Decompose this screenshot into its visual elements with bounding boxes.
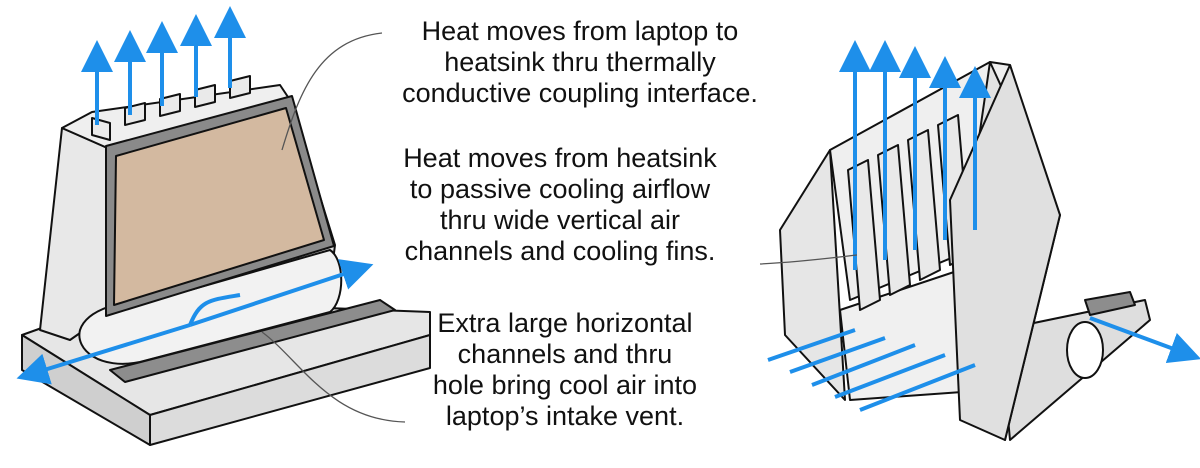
callout-line: to passive cooling airflow bbox=[409, 174, 711, 204]
coupling-pad bbox=[113, 107, 325, 306]
left-ledge bbox=[109, 299, 396, 383]
callout-line: conductive coupling interface. bbox=[402, 78, 758, 108]
left-body-side bbox=[39, 127, 113, 341]
left-body-top bbox=[61, 84, 291, 151]
leader-line-2 bbox=[759, 254, 858, 265]
callout-line: Extra large horizontal bbox=[437, 308, 693, 338]
callout-line: Heat moves from heatsink bbox=[403, 143, 717, 173]
callout-heat-to-heatsink: Heat moves from laptop to heatsink thru … bbox=[360, 16, 800, 109]
leader-line-3 bbox=[261, 331, 406, 423]
left-heatsink-stand bbox=[21, 75, 431, 446]
right-front-wall bbox=[949, 64, 1061, 441]
left-airflow-arrows bbox=[16, 6, 374, 385]
callout-line: channels and cooling fins. bbox=[404, 236, 716, 266]
leader-lines bbox=[261, 32, 858, 423]
callout-line: thru wide vertical air bbox=[439, 205, 681, 235]
callout-line: heatsink thru thermally bbox=[444, 47, 716, 77]
right-heatsink-stand bbox=[779, 61, 1151, 441]
leader-line-1 bbox=[281, 32, 383, 151]
callout-horizontal-channels: Extra large horizontal channels and thru… bbox=[355, 308, 775, 432]
callout-line: Heat moves from laptop to bbox=[421, 16, 739, 46]
right-ledge bbox=[1084, 291, 1136, 316]
right-through-hole bbox=[1066, 321, 1104, 379]
callout-line: laptop’s intake vent. bbox=[445, 401, 685, 431]
right-airflow-arrows bbox=[767, 40, 1200, 412]
callout-line: channels and thru bbox=[457, 339, 673, 369]
callout-line: hole bring cool air into bbox=[432, 370, 698, 400]
callout-heat-to-airflow: Heat moves from heatsink to passive cool… bbox=[340, 143, 780, 267]
